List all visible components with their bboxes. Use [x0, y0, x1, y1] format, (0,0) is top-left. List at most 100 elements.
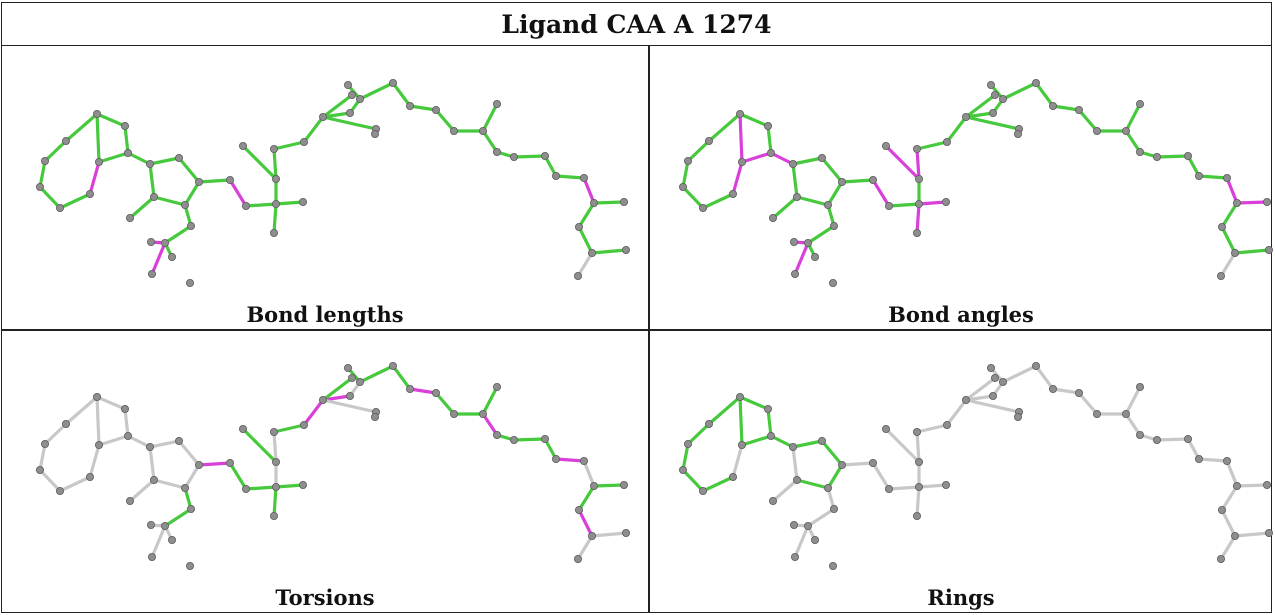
atom [145, 443, 154, 452]
bond [820, 439, 844, 467]
atom [1263, 197, 1272, 206]
atom [299, 138, 308, 147]
molecule-rings [678, 361, 1273, 570]
atom [620, 480, 629, 489]
atom [622, 528, 631, 537]
bond [1235, 483, 1269, 488]
atom [988, 109, 997, 118]
atom [185, 561, 194, 570]
atom [405, 102, 414, 111]
bond [738, 395, 770, 411]
bond [512, 154, 547, 159]
bond [321, 376, 354, 402]
atom [986, 81, 995, 90]
atom [269, 145, 278, 154]
bond [1124, 129, 1142, 154]
bond [791, 162, 799, 199]
bond [945, 115, 968, 144]
atom [699, 486, 708, 495]
atom [41, 157, 50, 166]
atom [167, 535, 176, 544]
atom [1135, 100, 1144, 109]
bond [740, 151, 773, 164]
panel-bond-angles: Bond angles [649, 46, 1273, 330]
bond [915, 202, 921, 235]
atom [431, 389, 440, 398]
bond [1124, 102, 1142, 133]
atom [810, 535, 819, 544]
atom [1231, 531, 1240, 540]
bond [576, 251, 594, 278]
bond [95, 112, 127, 128]
atom [1231, 248, 1240, 257]
bond [481, 385, 499, 416]
atom [729, 189, 738, 198]
atom [194, 177, 203, 186]
bond [871, 461, 891, 491]
bond [964, 376, 997, 402]
atom [790, 552, 799, 561]
atom [238, 142, 247, 151]
bond [738, 112, 744, 164]
bond [228, 461, 248, 491]
atom [942, 421, 951, 430]
atom [347, 374, 356, 383]
atom [95, 441, 104, 450]
bond [577, 201, 596, 229]
atom [1092, 410, 1101, 419]
bond [1233, 248, 1271, 255]
bond [150, 524, 167, 559]
bond [38, 468, 62, 493]
atom [998, 378, 1007, 387]
bond [826, 180, 844, 207]
bond [126, 434, 152, 449]
atom [912, 145, 921, 154]
atom [355, 378, 364, 387]
bond [1124, 385, 1142, 416]
atom [147, 269, 156, 278]
bond [791, 445, 799, 482]
atom [961, 396, 970, 405]
atom [868, 458, 877, 467]
atom [588, 531, 597, 540]
atom [146, 520, 155, 529]
atom [431, 106, 440, 115]
atom [823, 483, 832, 492]
atom [1233, 481, 1242, 490]
atom [180, 483, 189, 492]
bond [1124, 412, 1142, 437]
atom [764, 122, 773, 131]
atom [990, 91, 999, 100]
atom [1184, 435, 1193, 444]
atom [1233, 198, 1242, 207]
atom [370, 130, 379, 139]
atom [388, 79, 397, 88]
bond [738, 395, 744, 447]
atom [509, 153, 518, 162]
bond [302, 398, 325, 427]
panel-bond-lengths: Bond lengths [2, 46, 648, 330]
bond [321, 398, 378, 414]
atom [318, 396, 327, 405]
bond [1220, 225, 1237, 255]
bond [434, 391, 456, 416]
bond [1001, 364, 1038, 384]
atom [343, 364, 352, 373]
bond [964, 115, 1021, 131]
bond [577, 484, 596, 512]
atom [1223, 173, 1232, 182]
atom [345, 109, 354, 118]
atom [405, 385, 414, 394]
atom [1074, 389, 1083, 398]
bond [820, 156, 844, 184]
atom [492, 100, 501, 109]
atom [1217, 554, 1226, 563]
atom [541, 435, 550, 444]
bond [577, 508, 594, 538]
atom [817, 437, 826, 446]
figure-title: Ligand CAA A 1274 [2, 3, 1271, 46]
bond [272, 430, 278, 464]
bond [707, 395, 742, 426]
bond [150, 241, 167, 276]
atom [298, 480, 307, 489]
